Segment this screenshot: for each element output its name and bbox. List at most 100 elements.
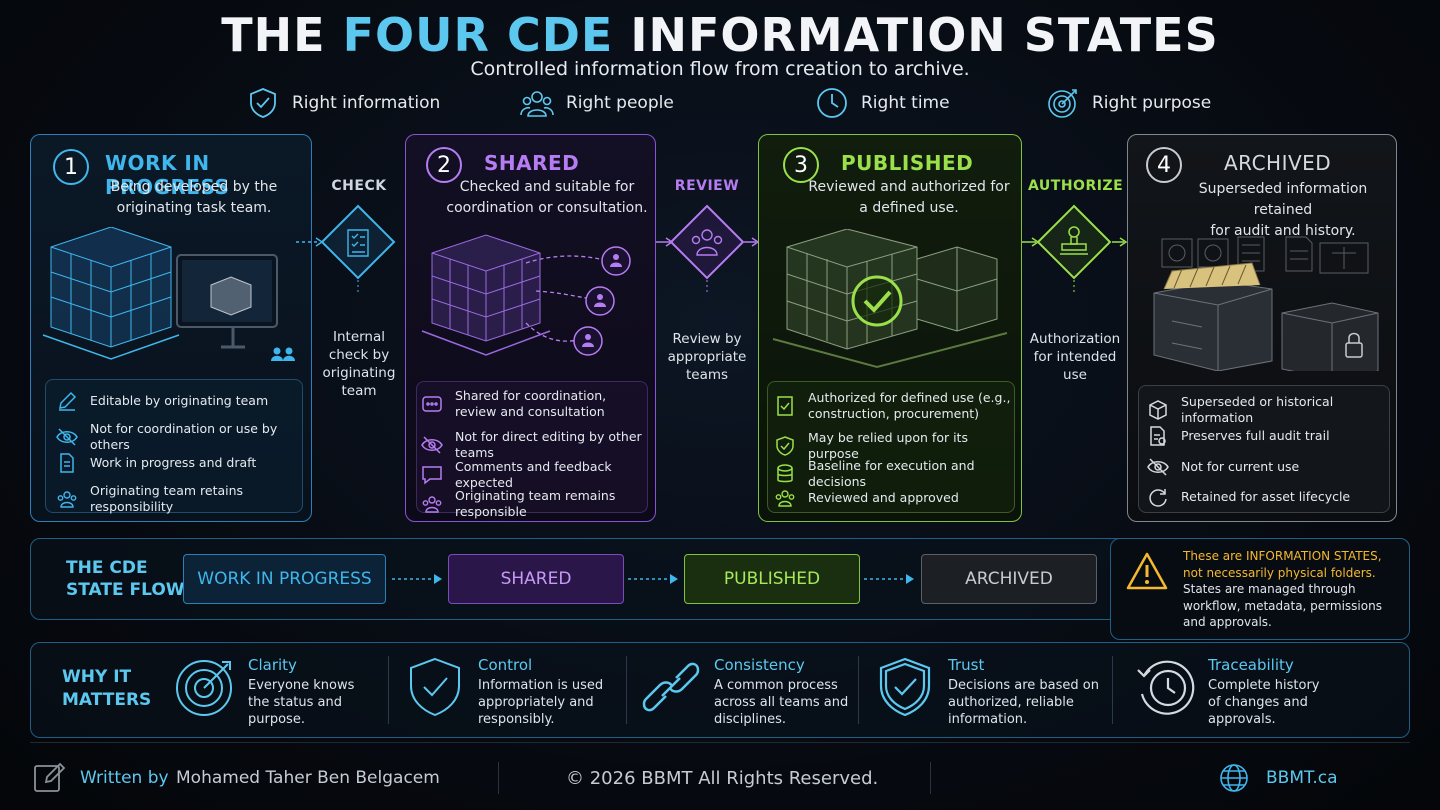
divider [858, 656, 859, 724]
shield-check-icon [250, 88, 276, 118]
state-number: 2 [426, 147, 462, 183]
list-item: Comments and feedback expected [421, 459, 647, 491]
warning-icon [1126, 552, 1168, 590]
eye-off-icon [1147, 458, 1169, 476]
stamp-diamond-icon [1022, 204, 1128, 294]
list-item: Superseded or historical information [1147, 394, 1389, 426]
transition-label-check: CHECK [331, 178, 387, 194]
list-item: Work in progress and draft [56, 452, 256, 474]
target-icon [176, 660, 232, 716]
list-item: Baseline for execution and decisions [774, 458, 1014, 490]
shield-check-icon [410, 657, 460, 717]
list-item: Shared for coordination, review and cons… [421, 388, 645, 420]
state-number: 1 [53, 149, 89, 185]
state-features-list: Authorized for defined use (e.g., constr… [767, 381, 1015, 513]
flow-arrow [864, 574, 914, 584]
pillar-right-people: Right people [520, 86, 674, 120]
checklist-diamond-icon [296, 204, 396, 294]
list-item: Not for current use [1147, 456, 1299, 478]
list-item: Editable by originating team [56, 390, 268, 412]
state-title: ARCHIVED [1224, 151, 1332, 175]
eye-off-icon [56, 428, 78, 446]
chain-link-icon [642, 662, 700, 712]
list-item: May be relied upon for its purpose [774, 430, 1014, 462]
shield-check-icon [879, 657, 931, 717]
target-icon [1048, 89, 1077, 118]
list-item: Authorized for defined use (e.g., constr… [774, 390, 1018, 422]
review-diamond-icon [656, 204, 760, 294]
transition-label-review: REVIEW [674, 178, 740, 194]
written-by-label: Written by [80, 768, 169, 788]
list-item: Not for coordination or use by others [56, 421, 302, 453]
author-name: Mohamed Taher Ben Belgacem [176, 768, 440, 788]
flow-pill-archived: ARCHIVED [921, 554, 1097, 604]
warning-text: These are INFORMATION STATES, not necess… [1183, 549, 1382, 629]
flow-pill-published: PUBLISHED [684, 554, 860, 604]
website-link[interactable]: BBMT.ca [1266, 768, 1338, 788]
flow-pill-work-in-progress: WORK IN PROGRESS [183, 554, 386, 604]
list-item: Originating team remains responsible [421, 488, 647, 520]
check-document-icon [777, 396, 793, 416]
state-features-list: Shared for coordination, review and cons… [416, 381, 648, 519]
footer-divider [30, 742, 1410, 743]
share-icon [422, 396, 442, 412]
shared-building-illustration [421, 234, 631, 356]
team-icon [775, 490, 795, 507]
pillar-right-time: Right time [815, 86, 950, 120]
history-clock-icon [1137, 660, 1195, 715]
comment-icon [422, 466, 442, 485]
flow-arrow [392, 574, 442, 584]
archive-illustration [1153, 236, 1379, 371]
divider [626, 656, 627, 724]
state-features-list: Superseded or historical information Pre… [1138, 385, 1390, 513]
team-icon [57, 491, 77, 508]
state-number: 3 [783, 147, 819, 183]
page-subtitle: Controlled information flow from creatio… [470, 58, 970, 80]
divider [930, 762, 931, 794]
state-title: PUBLISHED [841, 151, 974, 175]
people-icon [520, 91, 554, 117]
divider [498, 762, 499, 794]
refresh-icon [1149, 489, 1167, 507]
state-number: 4 [1146, 147, 1182, 183]
pillar-right-purpose: Right purpose [1046, 86, 1211, 120]
list-item: Preserves full audit trail [1147, 425, 1330, 447]
state-title: WORK IN PROGRESS [105, 151, 230, 199]
divider [388, 656, 389, 724]
audit-document-icon [1150, 426, 1166, 446]
edit-icon [34, 762, 66, 792]
list-item: Not for direct editing by other teams [421, 429, 647, 461]
team-icon [422, 496, 442, 513]
transition-label-authorize: AUTHORIZE [1028, 178, 1124, 194]
page-title: THE FOUR CDE INFORMATION STATES [221, 8, 1219, 62]
copyright: © 2026 BBMT All Rights Reserved. [566, 768, 879, 789]
state-card-archived: 4 ARCHIVED Superseded information retain… [1127, 134, 1397, 522]
box-icon [1149, 400, 1167, 420]
list-item: Retained for asset lifecycle [1147, 486, 1350, 508]
flow-pill-shared: SHARED [448, 554, 624, 604]
document-icon [60, 453, 74, 473]
database-icon [777, 464, 793, 483]
warning-box: These are INFORMATION STATES, not necess… [1110, 538, 1410, 640]
list-item: Reviewed and approved [774, 487, 959, 509]
pillar-right-information: Right information [246, 86, 440, 120]
published-building-illustration [772, 229, 1008, 369]
divider [1112, 656, 1113, 724]
globe-icon [1220, 764, 1248, 792]
eye-off-icon [421, 436, 443, 454]
